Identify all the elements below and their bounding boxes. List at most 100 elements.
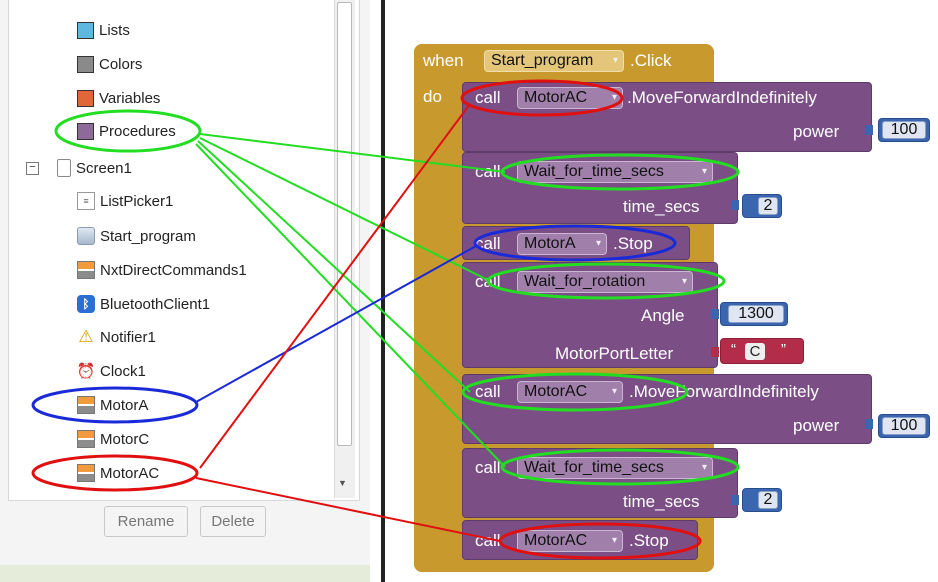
- quote-open: “: [731, 341, 736, 358]
- number-value[interactable]: 1300: [728, 305, 784, 323]
- text-block[interactable]: “ C ”: [720, 338, 804, 364]
- call-motora-stop-block[interactable]: call MotorA ▾ .Stop: [462, 226, 690, 260]
- collapse-toggle-icon[interactable]: −: [26, 162, 39, 175]
- component-dropdown[interactable]: MotorAC ▾: [517, 381, 623, 403]
- number-value[interactable]: 100: [882, 417, 926, 435]
- tree-item-lists[interactable]: Lists: [77, 18, 130, 42]
- tree-item-label: Lists: [99, 21, 130, 39]
- param-label: Angle: [641, 306, 685, 325]
- number-block[interactable]: 2: [742, 194, 782, 218]
- tree-item-variables[interactable]: Variables: [77, 86, 160, 110]
- tree-item-motorac[interactable]: MotorAC: [77, 461, 159, 485]
- tree-item-notifier1[interactable]: ⚠ Notifier1: [77, 325, 156, 349]
- call-motorac-move-forward-block[interactable]: call MotorAC ▾ .MoveForwardIndefinitely …: [462, 374, 873, 444]
- colors-swatch-icon: [77, 55, 94, 73]
- number-block[interactable]: 100: [878, 118, 930, 142]
- component-dropdown[interactable]: MotorA ▾: [517, 233, 607, 255]
- param-label: MotorPortLetter: [555, 344, 674, 363]
- call-label: call: [475, 272, 501, 291]
- tree-item-label: Notifier1: [100, 328, 156, 346]
- call-wait-for-rotation-block[interactable]: call Wait_for_rotation ▾ Angle MotorPort…: [462, 262, 719, 368]
- when-label: when: [423, 51, 464, 70]
- socket: [731, 200, 739, 210]
- dropdown-value: MotorAC: [524, 532, 588, 549]
- dropdown-value: Wait_for_time_secs: [524, 459, 664, 476]
- call-wait-for-time-secs-block[interactable]: call Wait_for_time_secs ▾ time_secs: [462, 448, 739, 518]
- component-dropdown[interactable]: MotorAC ▾: [517, 530, 623, 552]
- delete-button[interactable]: Delete: [200, 506, 266, 537]
- param-label: power: [793, 122, 840, 141]
- number-block[interactable]: 2: [742, 488, 782, 512]
- dropdown-arrow-icon: ▾: [595, 238, 601, 249]
- dropdown-value: Start_program: [491, 52, 594, 69]
- nxt-icon: [77, 464, 95, 482]
- dropdown-arrow-icon: ▾: [611, 386, 617, 397]
- call-label: call: [475, 458, 501, 477]
- lists-swatch-icon: [77, 21, 94, 39]
- tree-item-nxtdirectcommands1[interactable]: NxtDirectCommands1: [77, 258, 247, 282]
- tree-item-label: MotorA: [100, 396, 149, 414]
- tree-item-listpicker1[interactable]: ≡ ListPicker1: [77, 189, 173, 213]
- procedure-dropdown[interactable]: Wait_for_rotation ▾: [517, 271, 693, 293]
- call-wait-for-time-secs-block[interactable]: call Wait_for_time_secs ▾ time_secs: [462, 152, 739, 224]
- method-label: .Stop: [613, 234, 653, 253]
- dropdown-arrow-icon: ▾: [681, 276, 687, 287]
- param-label: time_secs: [623, 197, 700, 216]
- procedure-dropdown[interactable]: Wait_for_time_secs ▾: [517, 457, 713, 479]
- number-block[interactable]: 1300: [720, 302, 788, 326]
- tree-item-label: Colors: [99, 55, 143, 73]
- tree-item-label: Screen1: [76, 159, 132, 177]
- dropdown-arrow-icon: ▾: [612, 55, 618, 66]
- component-dropdown[interactable]: MotorAC ▾: [517, 87, 623, 109]
- call-motorac-stop-block[interactable]: call MotorAC ▾ .Stop: [462, 520, 698, 560]
- tree-item-bluetoothclient1[interactable]: ᛒ BluetoothClient1: [77, 292, 210, 316]
- scrollbar-thumb[interactable]: [337, 2, 352, 446]
- tree-item-label: Variables: [99, 89, 161, 107]
- dropdown-value: Wait_for_time_secs: [524, 163, 664, 180]
- text-value[interactable]: C: [745, 343, 765, 360]
- procedure-dropdown[interactable]: Wait_for_time_secs ▾: [517, 161, 713, 183]
- rename-button[interactable]: Rename: [104, 506, 188, 537]
- call-label: call: [475, 162, 501, 181]
- event-block-spine: [414, 44, 464, 572]
- number-value[interactable]: 2: [758, 491, 778, 509]
- tree-item-procedures[interactable]: Procedures: [77, 119, 176, 143]
- dropdown-arrow-icon: ▾: [701, 166, 707, 177]
- number-value[interactable]: 2: [758, 197, 778, 215]
- tree-item-clock1[interactable]: ⏰ Clock1: [77, 359, 146, 383]
- tree-item-label: NxtDirectCommands1: [100, 261, 247, 279]
- dropdown-arrow-icon: ▾: [701, 462, 707, 473]
- list-picker-icon: ≡: [77, 192, 95, 210]
- call-motorac-move-forward-block[interactable]: call MotorAC ▾ .MoveForwardIndefinitely …: [462, 82, 873, 152]
- bluetooth-icon: ᛒ: [77, 295, 95, 313]
- component-tree: Lists Colors Variables Procedures Screen…: [8, 0, 360, 501]
- nxt-icon: [77, 396, 95, 414]
- nxt-icon: [77, 261, 95, 279]
- do-label: do: [423, 87, 442, 106]
- dropdown-value: MotorAC: [524, 383, 588, 400]
- event-component-dropdown[interactable]: Start_program ▾: [484, 50, 624, 72]
- tree-item-screen1[interactable]: Screen1: [57, 156, 132, 180]
- warning-icon: ⚠: [78, 327, 94, 346]
- call-label: call: [475, 531, 501, 550]
- param-label: power: [793, 416, 840, 435]
- procedures-swatch-icon: [77, 122, 94, 140]
- event-name-label: .Click: [630, 51, 672, 70]
- method-label: .MoveForwardIndefinitely: [627, 88, 817, 107]
- param-label: time_secs: [623, 492, 700, 511]
- tree-item-motorc[interactable]: MotorC: [77, 427, 149, 451]
- method-label: .MoveForwardIndefinitely: [629, 382, 819, 401]
- quote-close: ”: [781, 341, 786, 358]
- dropdown-value: MotorAC: [524, 89, 588, 106]
- tree-item-label: MotorAC: [100, 464, 160, 482]
- panel-footer: [0, 565, 370, 582]
- scroll-down-arrow-icon[interactable]: ▼: [338, 478, 347, 488]
- number-block[interactable]: 100: [878, 414, 930, 438]
- number-value[interactable]: 100: [882, 121, 926, 139]
- tree-item-start-program[interactable]: Start_program: [77, 224, 196, 248]
- dropdown-value: MotorA: [524, 235, 576, 252]
- panel-divider: [381, 0, 385, 582]
- tree-item-motora[interactable]: MotorA: [77, 393, 148, 417]
- tree-item-colors[interactable]: Colors: [77, 52, 142, 76]
- button-icon: [77, 227, 95, 245]
